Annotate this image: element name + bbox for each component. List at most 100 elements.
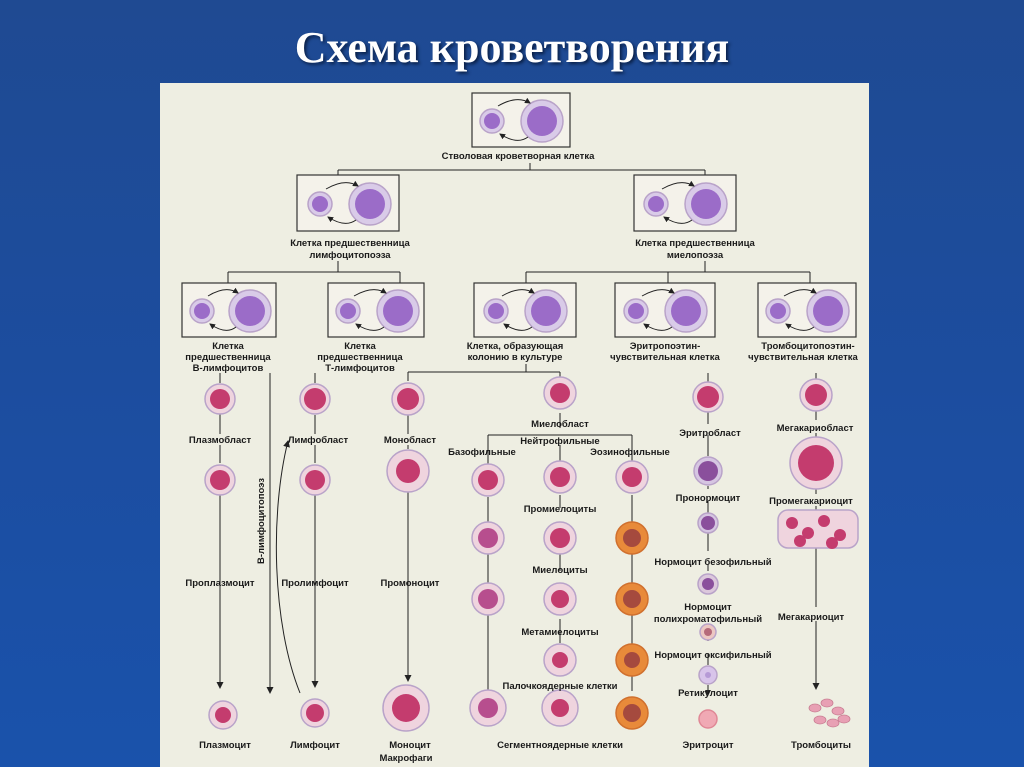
eosinophil-myelocyte (615, 521, 649, 555)
eosinophil-band (615, 643, 649, 677)
erythroblast-cell (692, 381, 724, 413)
myeloblast-label: Миелобласт (531, 419, 589, 430)
monocyte-cell (382, 684, 430, 732)
metamyelocytes-label: Метамиелоциты (521, 627, 598, 638)
t-prog-cycle-arrow-back (355, 323, 385, 331)
promegakaryocyte-cell (789, 436, 843, 490)
ery-prog-small-cell (623, 298, 649, 324)
stem-cycle-arrow-back (499, 133, 529, 141)
megakaryocyte-label: Мегакариоцит (778, 612, 845, 623)
monoblast-cell (391, 382, 425, 416)
promegakaryocyte-label: Промегакариоцит (769, 496, 853, 507)
promonocyte-label: Промоноцит (381, 578, 440, 589)
neutrophil-metamyelocyte (543, 582, 577, 616)
eosinophil-metamyelocyte (615, 582, 649, 616)
erythrocyte-label: Эритроцит (683, 740, 734, 751)
monocyte-label: Моноцит (389, 740, 431, 751)
pronormocyte-cell (693, 456, 723, 486)
eosinophil-segmented (615, 696, 649, 730)
thr-prog-small-cell (765, 298, 791, 324)
basophil-promyelocyte (471, 521, 505, 555)
prolymphocyte-label: Пролимфоцит (281, 578, 349, 589)
normocyte-baso-cell (697, 512, 719, 534)
plasmoblast-cell (204, 383, 236, 415)
cell-drawings (189, 97, 859, 732)
platelets-cells (808, 698, 851, 728)
neutrophilic-label: Нейтрофильные (520, 436, 599, 447)
ery-prog-cycle-arrow-back (643, 323, 673, 331)
promonocyte-cell (386, 449, 430, 493)
myeloblast-cell (543, 376, 577, 410)
stem-small-cell (479, 108, 505, 134)
slide-title: Схема кроветворения (294, 23, 730, 72)
prolymphocyte-cell (299, 464, 331, 496)
basophil-metamyelocyte (471, 582, 505, 616)
myelo-prog-small-cell (643, 191, 669, 217)
myelo-progenitor-label-1: Клетка предшественница (635, 238, 755, 249)
megakaryoblast-label: Мегакариобласт (777, 423, 854, 434)
b-prog-small-cell (189, 298, 215, 324)
erythroblast-label: Эритробласт (679, 428, 741, 439)
lymphoblast-label: Лимфобласт (288, 435, 349, 446)
hematopoiesis-diagram: Стволовая кроветворная клетка Клетка пре… (160, 83, 869, 767)
normocyte-poly-cell (697, 573, 719, 595)
normocyte-poly-label-1: Нормоцит (684, 602, 732, 613)
thr-prog-cycle-arrow-back (785, 323, 815, 331)
t-prog-large-cell (376, 289, 420, 333)
megakaryoblast-cell (799, 378, 833, 412)
b-progenitor-label-1: Клетка (212, 341, 244, 352)
basophil-myelocyte-1 (471, 463, 505, 497)
ery-prog-large-cell (664, 289, 708, 333)
neutrophil-segmented (541, 689, 579, 727)
plasmoblast-label: Плазмобласт (189, 435, 252, 446)
thr-prog-large-cell (806, 289, 850, 333)
proplasmocyte-cell (204, 464, 236, 496)
t-prog-cycle-arrow (353, 287, 387, 297)
lymphocyte-cell (300, 698, 330, 728)
lymphocyte-label: Лимфоцит (290, 740, 340, 751)
segmented-label: Сегментноядерные клетки (497, 740, 623, 751)
megakaryocyte-cell (777, 509, 859, 549)
t-prog-small-cell (335, 298, 361, 324)
progenitor-boxes (181, 92, 857, 338)
normocyte-oxy-cell (699, 623, 717, 641)
lymph-prog-large-cell (348, 182, 392, 226)
t-progenitor-label-2: предшественница (317, 352, 403, 363)
cfu-cycle-arrow (501, 287, 535, 297)
erythrocyte-cell (698, 709, 718, 729)
thr-progenitor-label-2: чувствительная клетка (748, 352, 858, 363)
basophil-segmented (469, 689, 507, 727)
b-prog-cycle-arrow-back (209, 323, 237, 331)
monoblast-label: Монобласт (384, 435, 436, 446)
platelets-label: Тромбоциты (791, 740, 851, 751)
promyelocytes-label: Промиелоциты (524, 504, 597, 515)
cfu-small-cell (483, 298, 509, 324)
myelo-prog-cycle-arrow (661, 180, 695, 190)
t-progenitor-label-3: Т-лимфоцитов (325, 363, 395, 374)
ery-progenitor-label-2: чувствительная клетка (610, 352, 720, 363)
myelo-progenitor-label-2: миелопоэза (667, 250, 724, 261)
pronormocyte-label: Пронормоцит (676, 493, 741, 504)
reticulocyte-label: Ретикулоцит (678, 688, 738, 699)
lymphoblast-cell (299, 383, 331, 415)
diagram-labels: Стволовая кроветворная клетка Клетка пре… (185, 151, 858, 764)
b-progenitor-label-2: предшественница (185, 352, 271, 363)
neutrophil-band (543, 643, 577, 677)
eosinophilic-label: Эозинофильные (590, 447, 670, 458)
lymph-progenitor-label-1: Клетка предшественница (290, 238, 410, 249)
stem-cycle-arrow (497, 97, 531, 107)
eosinophil-promyelocyte (615, 460, 649, 494)
b-prog-large-cell (228, 289, 272, 333)
neutrophil-promyelocyte (543, 460, 577, 494)
normocyte-oxy-label: Нормоцит оксифильный (654, 650, 771, 661)
b-progenitor-label-3: В-лимфоцитов (193, 363, 264, 374)
b-prog-cycle-arrow (207, 287, 239, 297)
proplasmocyte-label: Проплазмоцит (185, 578, 254, 589)
basophilic-label: Базофильные (448, 447, 516, 458)
thr-progenitor-label-1: Тромбоцитопоэтин- (761, 341, 854, 352)
myelo-prog-large-cell (684, 182, 728, 226)
neutrophil-myelocyte (543, 521, 577, 555)
macrophages-label: Макрофаги (379, 753, 432, 764)
reticulocyte-cell (698, 665, 718, 685)
normocyte-baso-label: Нормоцит безофильный (654, 557, 771, 568)
